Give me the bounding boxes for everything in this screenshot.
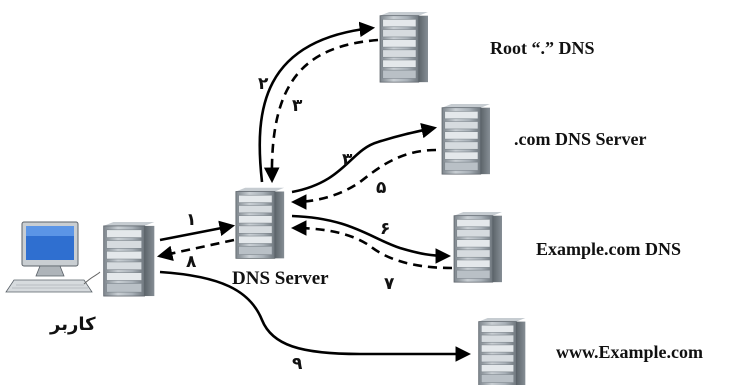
example-dns-server-icon — [453, 212, 503, 283]
arrow-step-2 — [258, 21, 376, 183]
dns-server-icon — [235, 187, 285, 259]
step-number-5: ۵ — [376, 178, 387, 198]
user-gateway-server-icon — [103, 222, 155, 297]
arrow-step-5 — [290, 148, 437, 210]
arrow-step-7 — [290, 220, 453, 270]
step-number-3-root: ۳ — [292, 96, 303, 116]
step-number-7: ۷ — [384, 274, 395, 294]
arrow-step-1 — [159, 220, 236, 242]
step-number-8: ۸ — [186, 252, 197, 272]
arrow-step-8 — [156, 238, 235, 261]
example-dns-label: Example.com DNS — [536, 239, 681, 259]
dns-server-label: DNS Server — [232, 268, 329, 289]
step-number-2: ۲ — [258, 74, 269, 94]
root-dns-server-icon — [379, 12, 429, 83]
root-dns-label: Root “.” DNS — [490, 38, 595, 58]
arrow-step-3-com-query — [291, 122, 438, 194]
step-number-6: ۶ — [380, 219, 391, 239]
desktop-computer-icon — [5, 221, 101, 293]
step-number-9: ۹ — [292, 354, 303, 374]
step-number-1: ۱ — [186, 210, 197, 230]
www-server-icon — [478, 318, 526, 385]
user-label: کاربر — [50, 314, 96, 335]
arrow-step-9 — [159, 270, 472, 362]
arrow-step-3-root-response — [263, 38, 379, 184]
www-server-label: www.Example.com — [556, 342, 703, 362]
com-dns-server-icon — [441, 104, 491, 175]
com-dns-label: .com DNS Server — [514, 129, 647, 149]
step-number-3-com: ۳ — [342, 150, 353, 170]
arrow-step-6 — [291, 214, 452, 264]
